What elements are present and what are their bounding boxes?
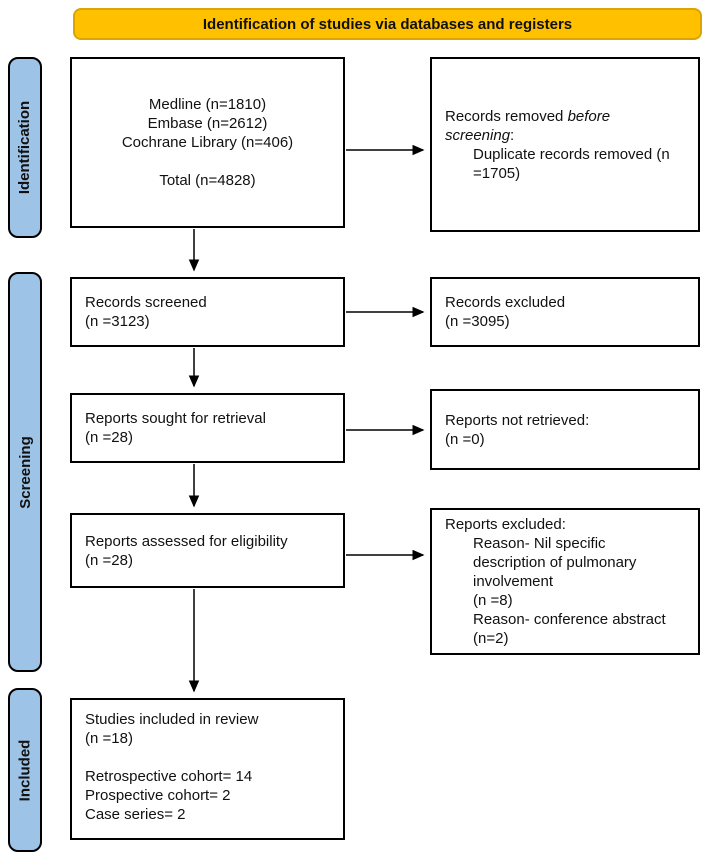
records-removed-heading: Records removed before screening: — [445, 107, 688, 145]
box-reports-sought-for-retrieval: Reports sought for retrieval (n =28) — [70, 393, 345, 463]
box-records-excluded: Records excluded (n =3095) — [430, 277, 700, 347]
stage-label-screening: Screening — [8, 272, 42, 672]
records-removed-suffix: : — [510, 126, 515, 144]
reports-excluded-title: Reports excluded: — [445, 516, 566, 533]
box-databases-identified: Medline (n=1810) Embase (n=2612) Cochran… — [70, 57, 345, 228]
stage-label-identification-text: Identification — [16, 100, 34, 195]
reports-sought-text: Reports sought for retrieval (n =28) — [85, 410, 266, 446]
studies-included-text: Studies included in review (n =18) Retro… — [85, 711, 259, 823]
box-reports-not-retrieved: Reports not retrieved: (n =0) — [430, 389, 700, 470]
stage-label-identification: Identification — [8, 57, 42, 238]
banner-identification-via-databases: Identification of studies via databases … — [73, 8, 702, 40]
reports-not-retrieved-text: Reports not retrieved: (n =0) — [445, 411, 590, 448]
reports-assessed-text: Reports assessed for eligibility (n =28) — [85, 532, 288, 569]
box-reports-assessed-for-eligibility: Reports assessed for eligibility (n =28) — [70, 513, 345, 588]
box-studies-included-in-review: Studies included in review (n =18) Retro… — [70, 698, 345, 840]
databases-identified-text: Medline (n=1810) Embase (n=2612) Cochran… — [121, 96, 294, 189]
box-records-screened: Records screened (n =3123) — [70, 277, 345, 347]
stage-label-included: Included — [8, 688, 42, 852]
stage-label-screening-text: Screening — [16, 435, 34, 509]
records-removed-detail: Duplicate records removed (n =1705) — [473, 145, 670, 182]
banner-title: Identification of studies via databases … — [202, 15, 573, 33]
box-records-removed-before-screening: Records removed before screening: Duplic… — [430, 57, 700, 232]
box-reports-excluded: Reports excluded: Reason- Nil specific d… — [430, 508, 700, 655]
reports-excluded-detail: Reason- Nil specific description of pulm… — [473, 535, 666, 647]
records-excluded-text: Records excluded (n =3095) — [445, 294, 566, 330]
records-screened-text: Records screened (n =3123) — [85, 294, 207, 330]
records-removed-prefix: Records removed — [445, 107, 568, 125]
records-removed-italic: before screening — [445, 107, 611, 144]
stage-label-included-text: Included — [16, 739, 34, 801]
